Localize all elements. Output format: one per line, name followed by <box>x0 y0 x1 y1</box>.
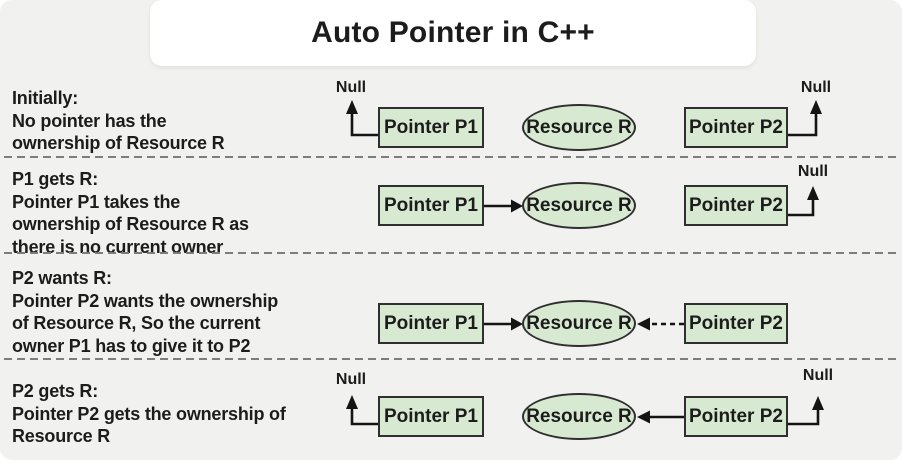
caption-line: P2 gets R: <box>12 381 99 401</box>
page-title: Auto Pointer in C++ <box>311 16 595 49</box>
row4-caption: P2 gets R: Pointer P2 gets the ownership… <box>12 380 286 448</box>
row-separator <box>4 156 898 158</box>
row4-resource-ellipse: Resource R <box>522 393 636 440</box>
row4-p2-null-arrow-icon <box>788 396 824 426</box>
caption-line: Pointer P1 takes the <box>12 191 181 212</box>
row3-caption: P2 wants R: Pointer P2 wants the ownersh… <box>12 267 278 357</box>
row3-resource-ellipse: Resource R <box>522 300 636 347</box>
row2-resource-ellipse: Resource R <box>522 182 636 229</box>
caption-line: of Resource R, So the current <box>12 313 261 333</box>
row2-pointer-p1-box: Pointer P1 <box>378 185 484 226</box>
row3-p2-to-resource-dashed-arrow-icon <box>637 317 684 331</box>
row1-resource-ellipse: Resource R <box>522 104 636 151</box>
row1-pointer-p1-box: Pointer P1 <box>378 107 484 148</box>
title-card: Auto Pointer in C++ <box>150 0 756 66</box>
row3-pointer-p2-box: Pointer P2 <box>684 303 788 344</box>
row-separator <box>4 252 898 254</box>
row2-caption: P1 gets R: Pointer P1 takes the ownershi… <box>12 168 249 258</box>
row1-p1-null-label: Null <box>335 79 367 96</box>
row3-pointer-p1-box: Pointer P1 <box>378 303 484 344</box>
row4-pointer-p1-box: Pointer P1 <box>378 396 484 437</box>
caption-line: ownership of Resource R <box>12 133 225 153</box>
caption-line: owner P1 has to give it to P2 <box>12 335 251 356</box>
caption-line: ownership of Resource R as <box>12 214 249 234</box>
row4-pointer-p2-box: Pointer P2 <box>684 396 788 437</box>
row1-p2-null-arrow-icon <box>788 100 822 137</box>
caption-line: P2 wants R: <box>12 268 112 288</box>
caption-line: there is no current owner <box>12 236 224 257</box>
caption-line: Pointer P2 wants the ownership <box>12 290 279 311</box>
row4-p1-null-arrow-icon <box>346 395 378 426</box>
row1-p1-null-arrow-icon <box>346 100 378 137</box>
row3-p1-to-resource-arrow-icon <box>484 317 523 331</box>
row2-pointer-p2-box: Pointer P2 <box>684 185 788 226</box>
row4-p2-null-label: Null <box>802 367 834 384</box>
row4-p2-to-resource-arrow-icon <box>637 410 684 424</box>
row2-p2-null-arrow-icon <box>788 186 819 217</box>
row2-p1-to-resource-arrow-icon <box>484 199 523 213</box>
caption-line: Pointer P2 gets the ownership of <box>12 403 286 424</box>
caption-line: Resource R <box>12 426 111 446</box>
row4-p1-null-label: Null <box>335 371 367 388</box>
caption-line: No pointer has the <box>12 110 167 131</box>
row1-p2-null-label: Null <box>800 79 832 96</box>
row1-pointer-p2-box: Pointer P2 <box>684 107 788 148</box>
row-separator <box>4 358 898 360</box>
row1-caption: Initially: No pointer has the ownership … <box>12 87 225 155</box>
caption-line: P1 gets R: <box>12 169 99 189</box>
row2-p2-null-label: Null <box>797 163 829 180</box>
caption-line: Initially: <box>12 88 79 108</box>
